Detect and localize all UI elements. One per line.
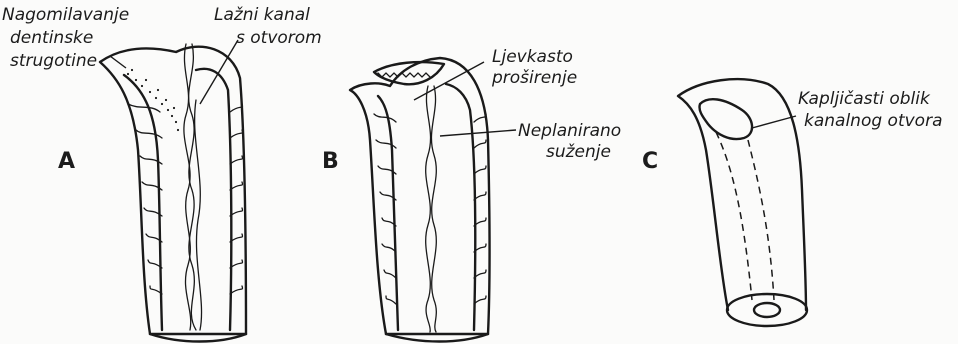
leader-narrowing [440, 130, 516, 136]
label-debris-line-2: dentinske [10, 28, 93, 48]
tooth-a-canal-strand-2 [189, 44, 196, 330]
tooth-a-inner-wall-left [124, 75, 162, 330]
tooth-b-canal-strand-2 [431, 86, 436, 332]
leader-teardrop [752, 116, 796, 128]
label-debris-line-1: Nagomilavanje [2, 5, 129, 25]
label-teardrop-line-2: kanalnog otvora [804, 111, 942, 131]
tooth-c-outline [678, 79, 806, 310]
tooth-a-dentin-tubules [128, 104, 243, 294]
panel-letter-a: A [58, 149, 75, 174]
label-funnel-line-2: proširenje [491, 68, 577, 88]
tooth-c-base [727, 294, 807, 326]
tooth-a [100, 44, 246, 342]
panel-letter-b: B [322, 149, 339, 174]
label-debris-line-3: strugotine [10, 51, 97, 71]
tooth-b [350, 58, 490, 342]
leader-false-canal [200, 40, 238, 104]
tooth-b-outline [350, 58, 490, 334]
tooth-c-teardrop-opening [699, 99, 752, 139]
tooth-c-canal-dash-right [748, 140, 774, 300]
label-teardrop-line-1: Kapljičasti oblik [798, 89, 931, 109]
label-funnel-line-1: Ljevkasto [492, 47, 573, 67]
leader-debris [110, 56, 126, 68]
panel-letter-c: C [642, 149, 658, 174]
tooth-b-funnel-teeth [378, 73, 430, 77]
tooth-a-outline [100, 47, 246, 334]
label-false-canal-line-1: Lažni kanal [214, 5, 310, 25]
tooth-b-inner-wall-right [446, 84, 475, 330]
tooth-a-inner-wall-right [196, 69, 231, 330]
tooth-a-canal-strand-3 [195, 100, 202, 330]
label-narrowing-line-1: Neplanirano [518, 121, 621, 141]
label-false-canal-line-2: s otvorom [236, 28, 322, 48]
tooth-c [678, 79, 807, 326]
label-narrowing-line-2: suženje [546, 142, 611, 162]
tooth-b-canal-strand-1 [426, 86, 431, 332]
tooth-c-apical-foramen [754, 303, 780, 317]
